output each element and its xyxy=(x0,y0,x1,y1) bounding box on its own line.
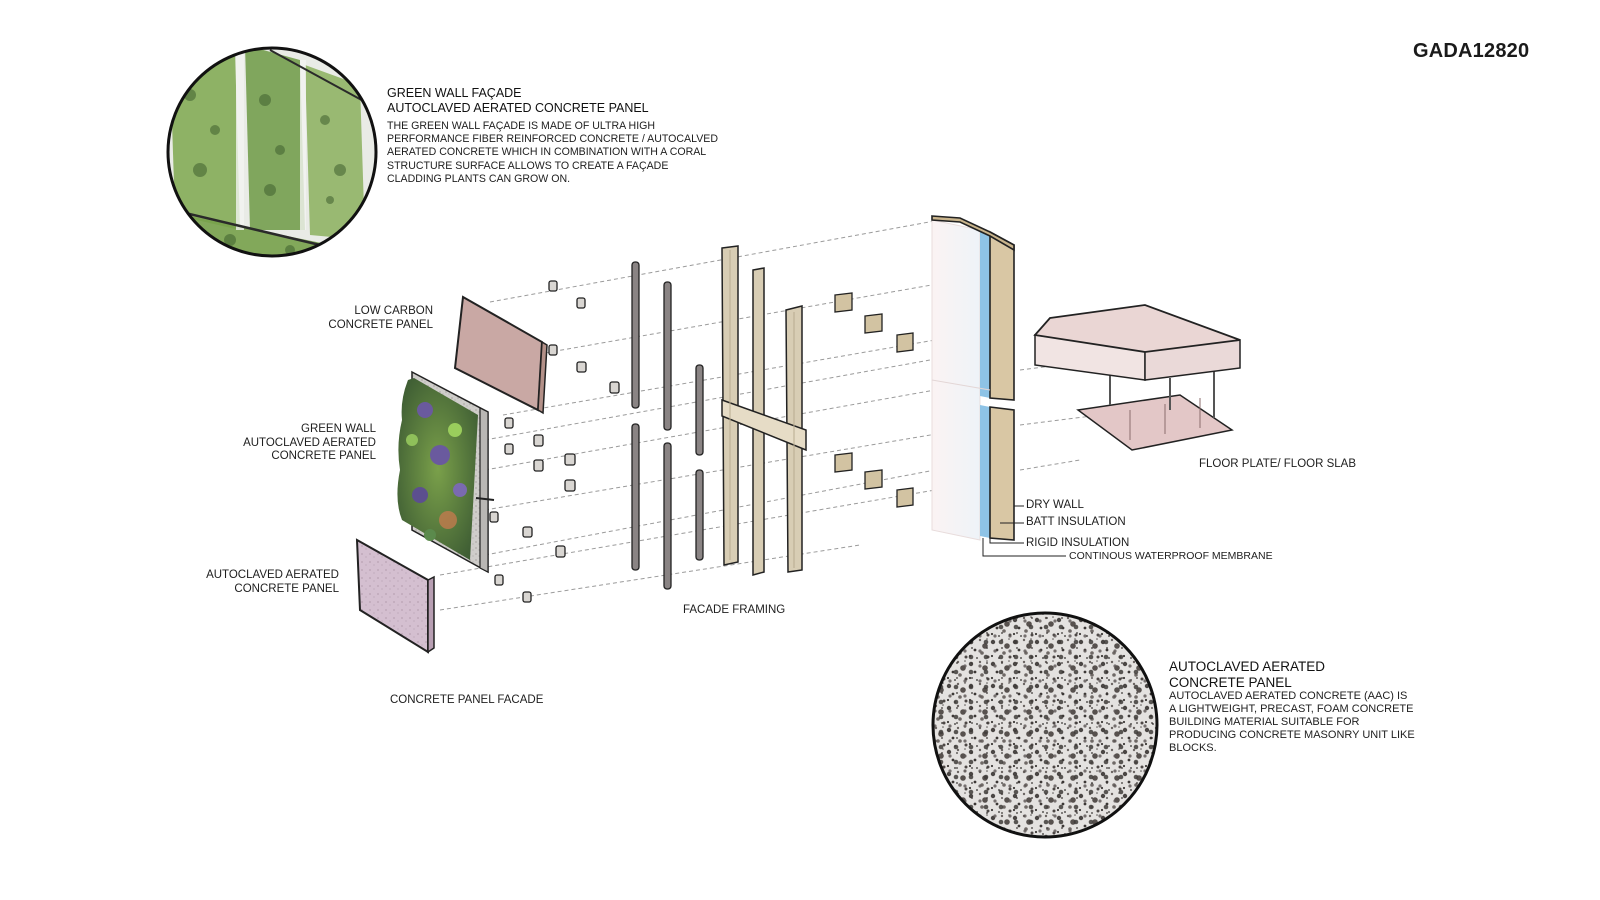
aac-callout-title-1: AUTOCLAVED AERATED xyxy=(1169,659,1326,674)
green-wall-callout-desc-2: PERFORMANCE FIBER REINFORCED CONCRETE / … xyxy=(387,133,718,146)
aac-callout-desc-5: BLOCKS. xyxy=(1169,742,1217,754)
plant-flowers xyxy=(406,402,467,541)
green-wall-callout-desc-5: CLADDING PLANTS CAN GROW ON. xyxy=(387,172,571,185)
aac-callout-title-2: CONCRETE PANEL xyxy=(1169,674,1292,690)
alignment-lines xyxy=(439,219,1101,611)
grey-mullions xyxy=(631,261,704,590)
label-low-carbon-concrete-panel: LOW CARBON CONCRETE PANEL xyxy=(328,305,433,331)
label-concrete-panel-facade: CONCRETE PANEL FACADE xyxy=(390,694,544,706)
label-batt-insulation: BATT INSULATION xyxy=(1026,516,1126,528)
wall-section-assembly xyxy=(931,215,1066,557)
label-floor-plate-slab: FLOOR PLATE/ FLOOR SLAB xyxy=(1199,458,1356,470)
green-wall-aac-panel xyxy=(397,370,495,574)
panel-clips xyxy=(489,280,620,603)
angle-brackets xyxy=(834,292,914,508)
steel-frame xyxy=(721,245,807,576)
aac-texture-closeup-image xyxy=(931,611,1159,839)
label-aac-concrete-panel: AUTOCLAVED AERATED CONCRETE PANEL xyxy=(206,569,339,595)
aac-callout-desc-1: AUTOCLAVED AERATED CONCRETE (AAC) IS xyxy=(1169,690,1408,702)
green-wall-callout-desc-1: THE GREEN WALL FAÇADE IS MADE OF ULTRA H… xyxy=(387,120,656,132)
aac-callout: AUTOCLAVED AERATED CONCRETE PANEL AUTOCL… xyxy=(1169,659,1415,755)
floor-plate-slab xyxy=(1033,304,1241,451)
low-carbon-concrete-panel xyxy=(453,295,548,415)
drawing-code: GADA12820 xyxy=(1413,40,1530,62)
green-wall-callout-title-2: AUTOCLAVED AERATED CONCRETE PANEL xyxy=(387,101,649,115)
label-waterproof-membrane: CONTINOUS WATERPROOF MEMBRANE xyxy=(1069,550,1273,562)
green-wall-callout-title-1: GREEN WALL FAÇADE xyxy=(387,86,522,100)
aac-callout-desc-2: A LIGHTWEIGHT, PRECAST, FOAM CONCRETE xyxy=(1169,703,1414,715)
label-green-wall-aac-panel: GREEN WALL AUTOCLAVED AERATED CONCRETE P… xyxy=(243,423,376,462)
aac-concrete-panel xyxy=(355,538,435,654)
green-wall-callout-desc-4: STRUCTURE SURFACE ALLOWS TO CREATE A FAÇ… xyxy=(387,159,669,172)
label-facade-framing: FACADE FRAMING xyxy=(683,604,786,616)
green-wall-callout: GREEN WALL FAÇADE AUTOCLAVED AERATED CON… xyxy=(387,86,718,186)
label-rigid-insulation: RIGID INSULATION xyxy=(1026,537,1130,549)
green-wall-callout-desc-3: AERATED CONCRETE WHICH IN COMBINATION WI… xyxy=(387,146,707,159)
aac-callout-desc-4: PRODUCING CONCRETE MASONRY UNIT LIKE xyxy=(1169,729,1415,741)
label-dry-wall: DRY WALL xyxy=(1026,499,1084,511)
aac-callout-desc-3: BUILDING MATERIAL SUITABLE FOR xyxy=(1169,716,1360,728)
green-wall-closeup-image xyxy=(166,46,378,258)
